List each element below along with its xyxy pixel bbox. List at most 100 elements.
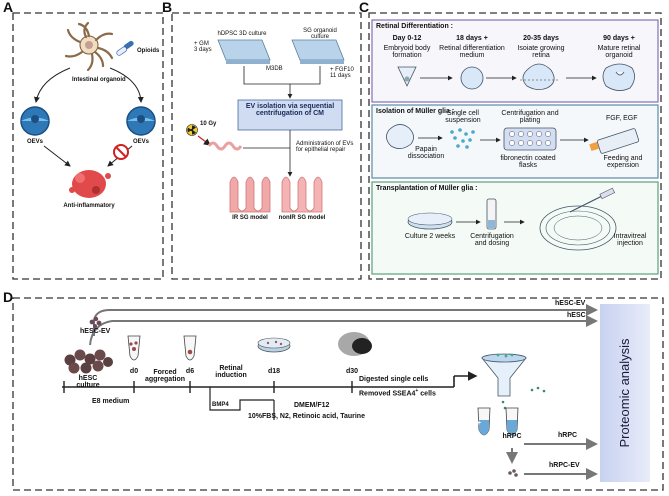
hdpsc-label: hDPSC 3D culture xyxy=(217,31,267,37)
opioid-pills-icon xyxy=(116,40,134,56)
d0-label: d0 xyxy=(129,368,139,375)
flask-plate-icon xyxy=(503,127,557,151)
d30-organoid-icon xyxy=(338,332,372,356)
arrow-right-oev xyxy=(109,67,144,103)
panel-label-b: B xyxy=(162,0,173,15)
eye-injection-icon xyxy=(539,187,617,251)
oev-left-icon xyxy=(20,106,50,136)
transplant-title: Transplantation of Müller glia : xyxy=(376,185,478,192)
organoid-icon xyxy=(64,21,114,72)
hesc-arrow xyxy=(89,315,598,346)
nonir-sg-model-label: nonIR SG model xyxy=(278,215,326,221)
bmp4-step xyxy=(209,387,274,411)
panel-a-frame xyxy=(12,12,164,280)
step3-desc: Isoiate growing retina xyxy=(517,45,565,60)
d0-tube-icon xyxy=(127,335,141,361)
oev-left-label: OEVs xyxy=(26,139,44,145)
d6-tube-icon xyxy=(183,335,197,361)
proteomic-analysis-label: Proteomic analysis xyxy=(617,338,633,448)
removed-text: Removed SSEA4 xyxy=(359,390,416,398)
arrow-to-inflam-left xyxy=(43,145,71,167)
organoid-dissociation-icon xyxy=(386,124,414,149)
inhibit-icon xyxy=(113,144,129,160)
panel-label-d: D xyxy=(3,289,14,305)
e8-medium-label: E8 medium xyxy=(92,398,130,405)
b-connector-left xyxy=(243,66,290,85)
intravitreal-label: Intravitreal injection xyxy=(613,233,647,248)
forced-aggregation-label: Forced aggregation xyxy=(144,369,186,384)
small-tissue-icon xyxy=(207,141,243,151)
plus-sign: + xyxy=(477,420,482,427)
d18-label: d18 xyxy=(267,368,281,375)
nonir-sg-tissue-icon xyxy=(281,176,323,213)
m3db-label: M3DB xyxy=(266,66,283,72)
panel-label-c: C xyxy=(359,0,370,15)
retinal-induction-label: Retinal induction xyxy=(215,365,247,380)
gm-label: + GM 3 days xyxy=(194,41,212,54)
well-plate-right-icon xyxy=(291,39,345,64)
dmem-label: DMEM/F12 xyxy=(294,402,330,409)
anti-inflammatory-label: Anti-inflammatory xyxy=(63,203,115,209)
papain-label: Papain dissociation xyxy=(407,146,445,161)
growing-retina-icon xyxy=(522,63,555,90)
fgf-egf-label: FGF, EGF xyxy=(606,115,638,122)
culture-flask-icon xyxy=(589,128,640,154)
hrpc-ev-label: hRPC-EV xyxy=(549,462,580,469)
gy-label: 10 Gy xyxy=(200,121,217,127)
hesc-ev-label: hESC-EV xyxy=(80,328,111,335)
hesc-culture-icon xyxy=(64,349,113,374)
hrpc-tube-label: hRPC xyxy=(502,433,522,440)
single-cell-label: Single cell suspension xyxy=(445,110,481,125)
centrifugation-plating-label: Centrifugation and plating xyxy=(501,110,559,125)
ev-isolation-box xyxy=(237,99,343,131)
panel-c-frame xyxy=(368,12,662,280)
retinal-diff-title: Retinal Differentiation : xyxy=(376,23,454,30)
d30-label: d30 xyxy=(345,368,359,375)
cells-text: cells xyxy=(418,390,436,398)
digested-label: Digested single cells xyxy=(359,376,429,383)
hesc-right-label: hESC xyxy=(567,312,586,319)
retina-sphere-icon xyxy=(460,66,484,90)
muller-isolation-title: Isolation of Müller glia : xyxy=(376,108,455,115)
hesc-ev-arrow xyxy=(93,304,598,336)
feeding-label: Feeding and expension xyxy=(603,155,643,170)
flasks-label: fibronectin coated flasks xyxy=(500,155,556,170)
culture-dish-icon xyxy=(407,212,453,230)
ir-sg-model-label: IR SG model xyxy=(232,215,268,221)
organoid-label: Intestinal organoid xyxy=(72,77,126,83)
panel-b-frame xyxy=(171,12,362,280)
ir-sg-tissue-icon xyxy=(229,176,271,213)
dosing-tube-icon xyxy=(486,198,497,230)
step4-desc: Mature retinal organoid xyxy=(597,45,641,60)
b-connector-right xyxy=(290,66,321,85)
step2-desc: Retinal differentiation medium xyxy=(439,45,505,60)
supplements-label: 10%FBS, N2, Retinoic acid, Taurine xyxy=(248,413,365,420)
radiation-icon xyxy=(186,124,198,136)
panel-label-a: A xyxy=(3,0,14,15)
sg-culture-label: SG organoid culture xyxy=(303,28,337,41)
inflammation-icon xyxy=(69,170,111,198)
well-plate-left-icon xyxy=(217,39,271,64)
ssea4-tube-icon xyxy=(477,407,491,436)
single-cells-icon xyxy=(450,128,475,149)
hesc-ev-icon xyxy=(89,316,102,328)
step4-day: 90 days + xyxy=(603,35,635,42)
proteomic-bar xyxy=(600,304,650,482)
hrpc-tube-icon xyxy=(505,407,519,436)
bmp4-label: BMP4 xyxy=(212,402,229,408)
removed-ssea4-label: Removed SSEA4+ cells xyxy=(359,388,436,398)
step2-day: 18 days + xyxy=(456,35,488,42)
sorted-cells xyxy=(501,386,546,410)
step1-desc: Embryoid body formation xyxy=(383,45,431,60)
step1-day: Day 0-12 xyxy=(392,35,422,42)
hrpc-label: hRPC xyxy=(558,432,578,439)
admin-label: Administration of EVs for epithelial rep… xyxy=(296,141,354,154)
removed-sup: + xyxy=(415,388,419,394)
funnel-icon xyxy=(481,353,527,397)
opioids-label: Opioids xyxy=(137,48,160,54)
mature-organoid-icon xyxy=(602,63,635,91)
transplant-box xyxy=(371,181,659,275)
hesc-ev-right-label: hESC-EV xyxy=(555,300,586,307)
hrpc-ev-icon xyxy=(508,469,518,477)
